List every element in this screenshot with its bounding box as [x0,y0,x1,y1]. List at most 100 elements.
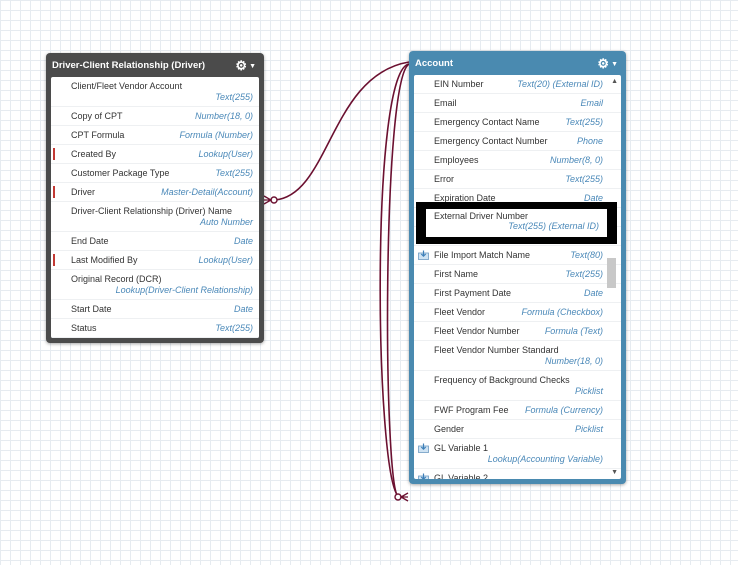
node-header[interactable]: Account ⚙▼ [409,51,626,75]
field-type: Number(18, 0) [194,111,253,121]
field-type: Formula (Currency) [524,405,603,415]
field-name: Error [434,174,454,184]
field-type: Text(20) (External ID) [517,79,603,89]
field-name: GL Variable 1 [434,443,489,453]
field-type: Formula (Checkbox) [521,307,603,317]
field-name: Frequency of Background Checks [434,375,570,385]
field-row[interactable]: Start Date Date [51,300,259,319]
field-type: Number(18, 0) [544,356,603,366]
field-type: Date [233,236,253,246]
crowfoot-self [399,492,409,502]
field-type: Master-Detail(Account) [161,187,253,197]
field-type: Date [233,304,253,314]
field-name: Original Record (DCR) [71,274,162,284]
field-name: Email [434,98,457,108]
account-node[interactable]: Account ⚙▼ EIN Number Text(20) (External … [409,51,626,484]
driver-client-relationship-node[interactable]: Driver-Client Relationship (Driver) ⚙▼ C… [46,53,264,343]
field-type: Lookup(User) [198,149,253,159]
field-name: Start Date [71,304,112,314]
field-row[interactable]: Employees Number(8, 0) [414,151,621,170]
chevron-down-icon[interactable]: ▼ [249,62,256,70]
node-title: Driver-Client Relationship (Driver) [52,59,206,71]
field-name: CPT Formula [71,130,125,140]
field-type: Number(8, 0) [549,155,603,165]
field-name: Last Modified By [71,255,138,265]
field-name: EIN Number [434,79,484,89]
field-name: Client/Fleet Vendor Account [71,81,183,91]
field-type: Text(255) [565,117,603,127]
relationship-line-driver [274,61,410,201]
field-row[interactable]: Email Email [414,94,621,113]
field-name: Driver-Client Relationship (Driver) Name [71,206,233,216]
field-row[interactable]: End Date Date [51,232,259,251]
relationship-line-self-2 [386,63,410,498]
field-name: Employees [434,155,479,165]
field-row[interactable]: EIN Number Text(20) (External ID) [414,75,621,94]
highlighted-field[interactable]: External Driver Number Text(255) (Extern… [426,209,607,237]
field-row[interactable]: Error Text(255) [414,170,621,189]
redaction-box: External Driver Number Text(255) (Extern… [416,202,617,244]
field-name: External Driver Number [434,211,529,221]
field-name: FWF Program Fee [434,405,509,415]
scroll-down-icon[interactable]: ▼ [611,469,618,476]
field-row[interactable]: Driver-Client Relationship (Driver) Name… [51,202,259,232]
node-header[interactable]: Driver-Client Relationship (Driver) ⚙▼ [46,53,264,77]
field-type: Text(255) [565,174,603,184]
field-row[interactable]: Original Record (DCR)Lookup(Driver-Clien… [51,270,259,300]
field-name: First Name [434,269,479,279]
field-row[interactable]: First Name Text(255) [414,265,621,284]
field-name: Gender [434,424,465,434]
field-row[interactable]: Gender Picklist [414,420,621,439]
field-type: Phone [576,136,603,146]
field-row[interactable]: FWF Program Fee Formula (Currency) [414,401,621,420]
crowfoot-driver [263,195,273,205]
field-name: Customer Package Type [71,168,170,178]
scroll-thumb[interactable] [607,258,616,288]
import-icon [418,250,429,260]
field-type: Text(255) [565,269,603,279]
field-type: Text(255) [215,92,253,102]
gear-icon[interactable]: ⚙▼ [597,56,618,71]
field-type: Auto Number [199,217,253,227]
field-name: End Date [71,236,109,246]
field-name: Fleet Vendor [434,307,486,317]
field-type: Text(80) [570,250,603,260]
field-type: Lookup(Driver-Client Relationship) [115,285,253,295]
field-type: Formula (Number) [179,130,253,140]
field-name: Fleet Vendor Number Standard [434,345,559,355]
field-type: Date [583,193,603,203]
field-name: Fleet Vendor Number [434,326,520,336]
gear-icon[interactable]: ⚙▼ [235,58,256,73]
field-name: Expiration Date [434,193,496,203]
field-type: Lookup(Accounting Variable) [487,454,603,464]
field-row[interactable]: CPT Formula Formula (Number) [51,126,259,145]
field-row[interactable]: Driver Master-Detail(Account) [51,183,259,202]
relationship-line-self [379,63,410,497]
field-type: Email [580,98,603,108]
field-name: Driver [71,187,95,197]
field-row[interactable]: GL Variable 2 [414,469,621,479]
field-name: GL Variable 2 [434,473,489,479]
field-row[interactable]: Fleet Vendor Formula (Checkbox) [414,303,621,322]
scroll-up-icon[interactable]: ▲ [611,78,618,85]
chevron-down-icon[interactable]: ▼ [611,60,618,68]
field-type: Picklist [574,424,603,434]
field-type: Text(255) (External ID) [508,221,599,231]
